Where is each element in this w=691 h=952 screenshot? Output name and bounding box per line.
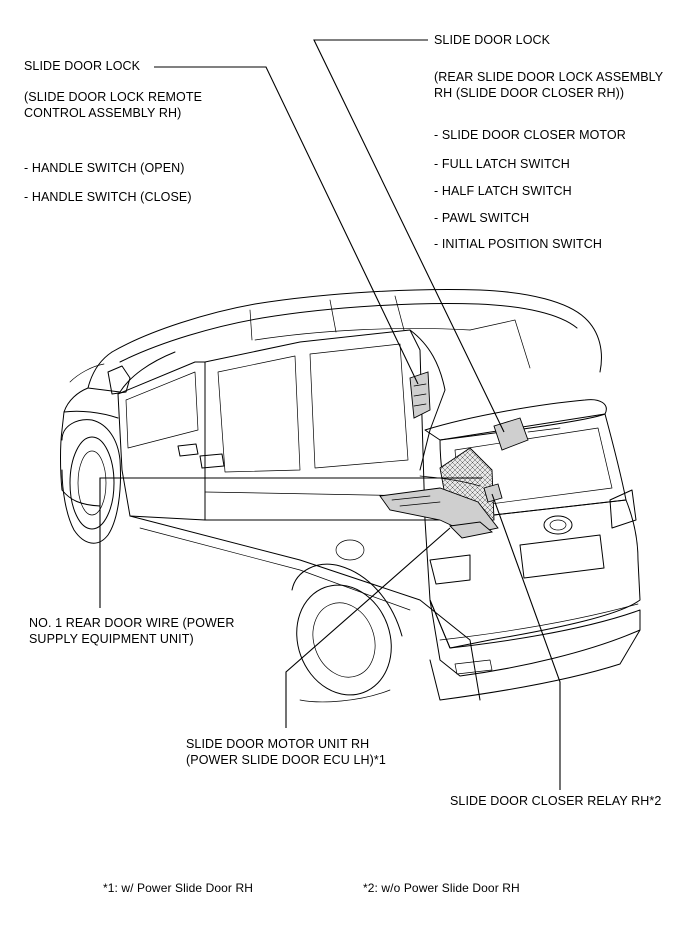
label-slide-door-lock-rear-line1: (REAR SLIDE DOOR LOCK ASSEMBLY [434,70,664,84]
slide-door-lock-remote-control-part [409,371,431,419]
rear-slide-door-lock-assembly-part [493,417,561,451]
leader-closer-relay [491,493,561,790]
label-half-latch-switch: - HALF LATCH SWITCH [434,184,572,198]
rear-door-wire-part [419,475,481,487]
label-slide-door-lock-remote-line1: (SLIDE DOOR LOCK REMOTE [24,90,203,104]
label-pawl-switch: - PAWL SWITCH [434,211,530,225]
label-slide-door-closer-relay: SLIDE DOOR CLOSER RELAY RH*2 [450,794,662,808]
minivan-outline [60,289,641,703]
label-handle-switch-close: - HANDLE SWITCH (CLOSE) [24,190,192,204]
leader-rear-door-wire [99,477,482,608]
footnote-1: *1: w/ Power Slide Door RH [103,881,253,895]
label-slide-door-lock-remote-title: SLIDE DOOR LOCK [24,59,141,73]
label-slide-door-closer-motor: - SLIDE DOOR CLOSER MOTOR [434,128,626,142]
slide-door-motor-unit-part [379,447,499,539]
label-handle-switch-open: - HANDLE SWITCH (OPEN) [24,161,185,175]
label-full-latch-switch: - FULL LATCH SWITCH [434,157,570,171]
label-slide-door-lock-remote-line2: CONTROL ASSEMBLY RH) [24,106,182,120]
label-slide-door-lock-rear-title: SLIDE DOOR LOCK [434,33,551,47]
slide-door-closer-relay-part [483,483,503,503]
leader-lock-rear [313,39,505,433]
label-slide-door-lock-rear-line2: RH (SLIDE DOOR CLOSER RH)) [434,86,625,100]
label-initial-position-switch: - INITIAL POSITION SWITCH [434,237,603,251]
label-rear-door-wire-line2: SUPPLY EQUIPMENT UNIT) [29,632,194,646]
label-slide-door-motor-unit-line1: SLIDE DOOR MOTOR UNIT RH [186,737,370,751]
leader-lock-remote [154,66,419,385]
leader-motor-unit [285,527,451,728]
leader-lines [99,39,561,790]
footnote-2: *2: w/o Power Slide Door RH [363,881,520,895]
label-slide-door-motor-unit-line2: (POWER SLIDE DOOR ECU LH)*1 [186,753,386,767]
label-rear-door-wire-line1: NO. 1 REAR DOOR WIRE (POWER [29,616,235,630]
